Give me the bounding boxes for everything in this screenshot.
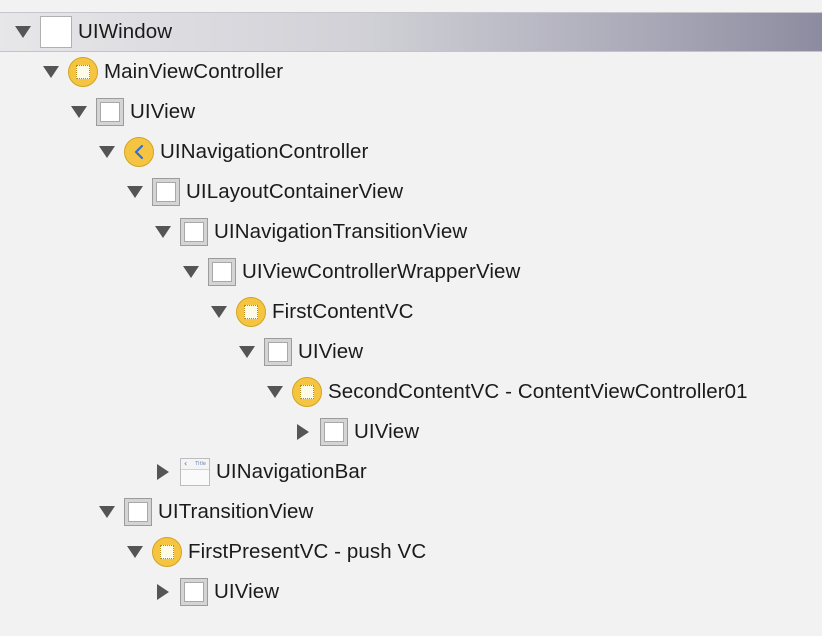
tree-row[interactable]: SecondContentVC - ContentViewController0… (0, 372, 822, 412)
tree-row-label: UINavigationTransitionView (214, 220, 468, 243)
tree-row[interactable]: UIView (0, 332, 822, 372)
disclosure-triangle-expanded-icon[interactable] (70, 103, 88, 121)
tree-row[interactable]: UIWindow (0, 12, 822, 52)
disclosure-triangle-expanded-icon[interactable] (266, 383, 284, 401)
disclosure-triangle-expanded-icon[interactable] (98, 143, 116, 161)
disclosure-triangle-collapsed-icon[interactable] (154, 583, 172, 601)
disclosure-triangle-collapsed-icon[interactable] (294, 423, 312, 441)
tree-row[interactable]: UILayoutContainerView (0, 172, 822, 212)
disclosure-triangle-collapsed-icon[interactable] (154, 463, 172, 481)
tree-row-label: SecondContentVC - ContentViewController0… (328, 380, 748, 403)
tree-row-label: UIView (298, 340, 364, 363)
tree-row-label: UIWindow (78, 20, 173, 43)
tree-row-label: UIViewControllerWrapperView (242, 260, 521, 283)
tree-row[interactable]: UIViewControllerWrapperView (0, 252, 822, 292)
tree-row[interactable]: FirstContentVC (0, 292, 822, 332)
navigation-bar-icon-title: Title (195, 461, 206, 467)
view-icon (124, 498, 152, 526)
tree-row[interactable]: UIView (0, 412, 822, 452)
view-controller-icon (152, 537, 182, 567)
disclosure-triangle-expanded-icon[interactable] (126, 543, 144, 561)
tree-row-label: UINavigationController (160, 140, 369, 163)
tree-row-label: MainViewController (104, 60, 284, 83)
navigation-bar-icon: ‹Title (180, 458, 210, 486)
disclosure-triangle-expanded-icon[interactable] (154, 223, 172, 241)
tree-row[interactable]: ‹Title UINavigationBar (0, 452, 822, 492)
tree-row[interactable]: UINavigationController (0, 132, 822, 172)
tree-row-label: UIView (130, 100, 196, 123)
tree-row[interactable]: UITransitionView (0, 492, 822, 532)
tree-row-label: UINavigationBar (216, 460, 367, 483)
view-controller-icon (68, 57, 98, 87)
tree-row[interactable]: UIView (0, 92, 822, 132)
disclosure-triangle-expanded-icon[interactable] (14, 23, 32, 41)
tree-row-label: UITransitionView (158, 500, 314, 523)
view-icon (264, 338, 292, 366)
disclosure-triangle-expanded-icon[interactable] (98, 503, 116, 521)
disclosure-triangle-expanded-icon[interactable] (238, 343, 256, 361)
view-controller-icon (292, 377, 322, 407)
window-icon (40, 16, 72, 48)
disclosure-triangle-expanded-icon[interactable] (210, 303, 228, 321)
tree-row[interactable]: MainViewController (0, 52, 822, 92)
tree-row-label: UIView (214, 580, 280, 603)
view-controller-icon (236, 297, 266, 327)
tree-row-label: UILayoutContainerView (186, 180, 404, 203)
view-icon (320, 418, 348, 446)
tree-row[interactable]: UIView (0, 572, 822, 612)
tree-row-label: FirstContentVC (272, 300, 414, 323)
tree-row-label: FirstPresentVC - push VC (188, 540, 427, 563)
tree-row[interactable]: UINavigationTransitionView (0, 212, 822, 252)
view-icon (180, 218, 208, 246)
disclosure-triangle-expanded-icon[interactable] (42, 63, 60, 81)
view-icon (96, 98, 124, 126)
view-icon (152, 178, 180, 206)
view-icon (208, 258, 236, 286)
tree-row[interactable]: FirstPresentVC - push VC (0, 532, 822, 572)
disclosure-triangle-expanded-icon[interactable] (182, 263, 200, 281)
view-icon (180, 578, 208, 606)
navigation-controller-icon (124, 137, 154, 167)
tree-row-label: UIView (354, 420, 420, 443)
disclosure-triangle-expanded-icon[interactable] (126, 183, 144, 201)
